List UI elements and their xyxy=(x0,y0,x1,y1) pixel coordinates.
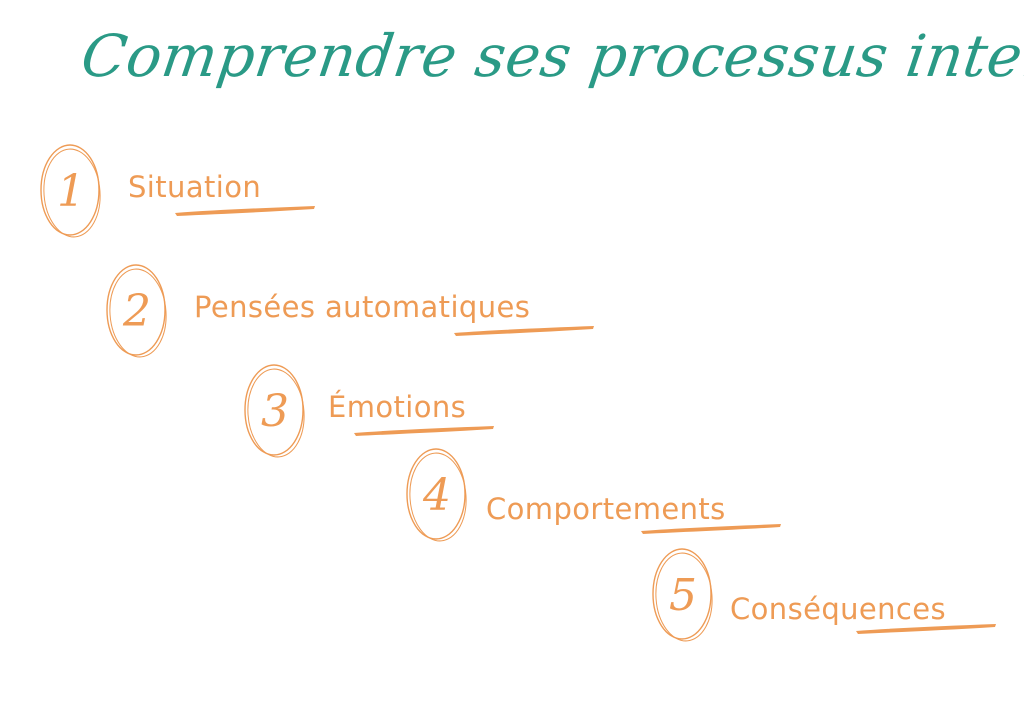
step-number-badge: 3 xyxy=(242,362,308,462)
step-number: 4 xyxy=(423,470,451,521)
step-number: 2 xyxy=(123,286,151,337)
hand-drawn-circle-icon xyxy=(652,548,713,642)
brush-underline xyxy=(454,326,594,336)
step-label: Comportements xyxy=(486,492,726,526)
step-number-badge: 4 xyxy=(404,446,470,546)
hand-drawn-circle-icon xyxy=(40,144,101,238)
brush-underline xyxy=(856,624,996,634)
step-number-badge: 2 xyxy=(104,262,170,362)
step-number: 3 xyxy=(261,386,289,437)
brush-underline xyxy=(354,426,494,436)
hand-drawn-circle-icon xyxy=(406,448,467,542)
step-3: 3 Émotions xyxy=(242,362,542,462)
step-2: 2 Pensées automatiques xyxy=(104,262,624,362)
step-4: 4 Comportements xyxy=(404,446,804,546)
page-title: Comprendre ses processus internes... xyxy=(77,22,1024,90)
step-number: 1 xyxy=(57,166,85,217)
step-number-badge: 1 xyxy=(38,142,104,242)
step-1: 1 Situation xyxy=(38,142,338,242)
step-number: 5 xyxy=(669,570,697,621)
step-label: Pensées automatiques xyxy=(194,290,531,324)
step-label: Émotions xyxy=(328,390,467,424)
brush-underline xyxy=(641,524,781,534)
hand-drawn-circle-icon xyxy=(106,264,167,358)
hand-drawn-circle-icon xyxy=(244,364,305,458)
step-label: Conséquences xyxy=(730,592,947,626)
brush-underline xyxy=(175,206,315,216)
step-label: Situation xyxy=(128,170,262,204)
step-5: 5 Conséquences xyxy=(650,546,1010,646)
step-number-badge: 5 xyxy=(650,546,716,646)
